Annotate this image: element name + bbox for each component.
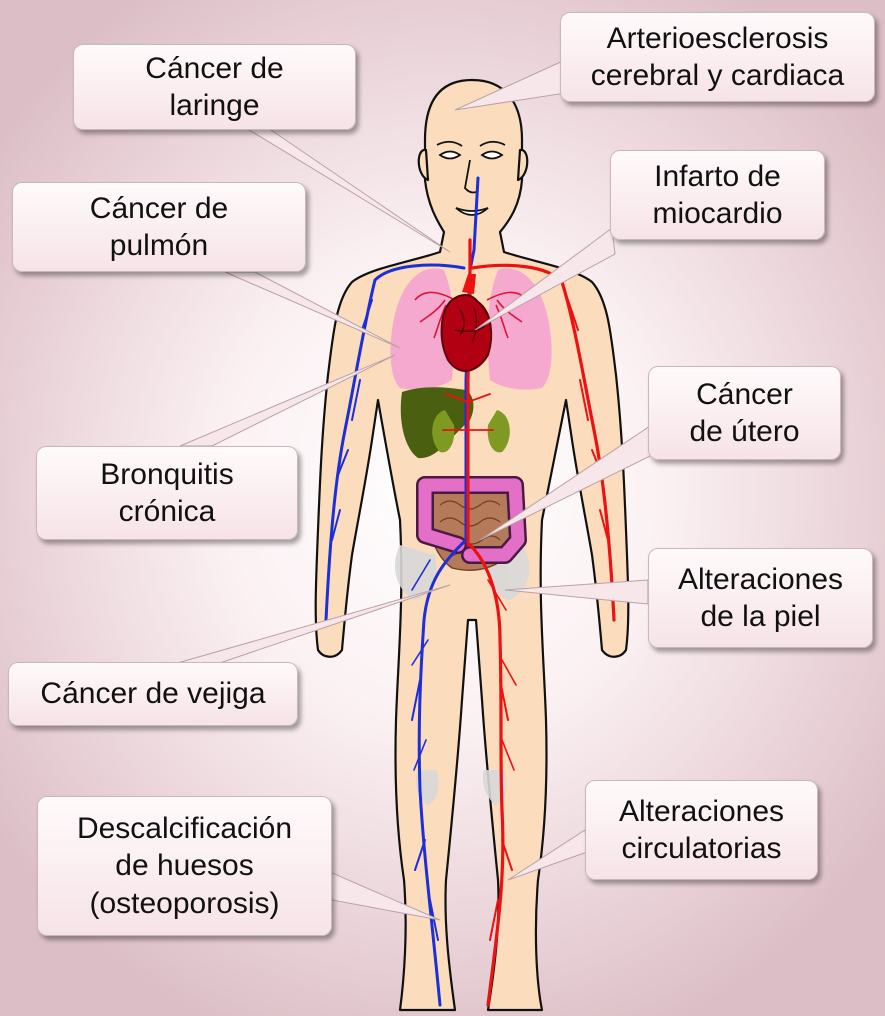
label-alteraciones-piel: Alteraciones de la piel bbox=[648, 548, 873, 648]
label-bronquitis: Bronquitis crónica bbox=[36, 446, 298, 540]
label-infarto: Infarto de miocardio bbox=[610, 150, 825, 240]
label-cancer-pulmon-text: Cáncer de pulmón bbox=[90, 190, 228, 265]
right-ear bbox=[518, 150, 527, 180]
left-ear bbox=[419, 150, 428, 180]
label-cancer-laringe-text: Cáncer de laringe bbox=[145, 50, 283, 125]
label-infarto-text: Infarto de miocardio bbox=[652, 158, 782, 233]
label-arterioesclerosis-text: Arterioesclerosis cerebral y cardiaca bbox=[591, 20, 844, 95]
label-alteraciones-piel-text: Alteraciones de la piel bbox=[678, 561, 843, 636]
label-arterioesclerosis: Arterioesclerosis cerebral y cardiaca bbox=[560, 12, 875, 102]
label-descalcificacion-text: Descalcificación de huesos (osteoporosis… bbox=[77, 810, 292, 923]
label-alteraciones-circulatorias-text: Alteraciones circulatorias bbox=[619, 793, 784, 868]
label-alteraciones-circulatorias: Alteraciones circulatorias bbox=[585, 780, 818, 880]
label-cancer-pulmon: Cáncer de pulmón bbox=[12, 182, 306, 272]
label-cancer-vejiga-text: Cáncer de vejiga bbox=[40, 675, 265, 713]
label-cancer-utero-text: Cáncer de útero bbox=[689, 376, 799, 451]
label-descalcificacion: Descalcificación de huesos (osteoporosis… bbox=[37, 796, 332, 936]
label-cancer-utero: Cáncer de útero bbox=[648, 366, 841, 460]
left-eye bbox=[440, 152, 460, 159]
label-cancer-vejiga: Cáncer de vejiga bbox=[8, 662, 298, 726]
label-cancer-laringe: Cáncer de laringe bbox=[73, 44, 356, 130]
right-eye bbox=[482, 152, 502, 159]
label-bronquitis-text: Bronquitis crónica bbox=[100, 456, 233, 531]
